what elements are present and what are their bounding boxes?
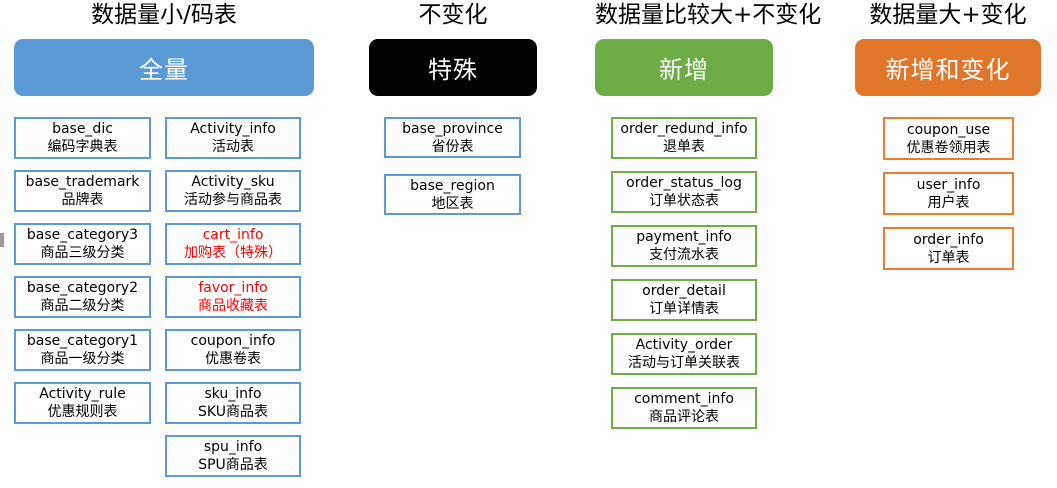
table-card-desc: 用户表 bbox=[927, 194, 970, 211]
cards-area-special: base_province 省份表 base_region 地区表 bbox=[369, 117, 537, 231]
table-card-desc: 活动参与商品表 bbox=[184, 192, 282, 208]
table-card[interactable]: order_redund_info 退单表 bbox=[611, 117, 757, 159]
cards-column-full-1: base_dic 编码字典表 base_trademark 品牌表 base_c… bbox=[14, 117, 151, 488]
group-change: 数据量大+变化 新增和变化 coupon_use 优惠卷领用表 user_inf… bbox=[855, 0, 1041, 282]
cards-area-change: coupon_use 优惠卷领用表 user_info 用户表 order_in… bbox=[855, 117, 1041, 282]
table-card-name: user_info bbox=[916, 176, 981, 193]
table-card-name: base_trademark bbox=[25, 174, 140, 190]
table-card-name: base_category1 bbox=[26, 333, 139, 349]
table-card-name: order_detail bbox=[642, 283, 726, 299]
table-card-desc: 商品三级分类 bbox=[40, 245, 125, 261]
table-card-name: base_region bbox=[410, 177, 495, 194]
table-card-name: base_category3 bbox=[26, 227, 139, 243]
table-card-name: base_dic bbox=[52, 121, 113, 137]
table-card-desc: 优惠卷表 bbox=[205, 351, 261, 367]
table-card[interactable]: base_dic 编码字典表 bbox=[14, 117, 151, 159]
table-card[interactable]: favor_info 商品收藏表 bbox=[165, 276, 301, 318]
table-card[interactable]: Activity_info 活动表 bbox=[165, 117, 301, 159]
table-card-name: Activity_info bbox=[190, 121, 276, 137]
table-card-desc: 退单表 bbox=[663, 139, 705, 155]
group-special: 不变化 特殊 base_province 省份表 base_region 地区表 bbox=[369, 0, 537, 231]
group-caption-change: 数据量大+变化 bbox=[869, 2, 1027, 28]
cards-column-special-1: base_province 省份表 base_region 地区表 bbox=[384, 117, 521, 231]
table-card-desc: SKU商品表 bbox=[198, 404, 268, 420]
table-card[interactable]: Activity_rule 优惠规则表 bbox=[14, 382, 151, 424]
table-card[interactable]: coupon_info 优惠卷表 bbox=[165, 329, 301, 371]
table-card-desc: SPU商品表 bbox=[198, 457, 268, 473]
group-caption-special: 不变化 bbox=[418, 2, 488, 28]
group-header-special[interactable]: 特殊 bbox=[369, 39, 537, 96]
table-card-desc: 订单状态表 bbox=[649, 193, 719, 209]
table-card[interactable]: sku_info SKU商品表 bbox=[165, 382, 301, 424]
table-card-desc: 优惠卷领用表 bbox=[906, 139, 991, 156]
table-card[interactable]: base_region 地区表 bbox=[384, 174, 521, 215]
table-card[interactable]: base_category2 商品二级分类 bbox=[14, 276, 151, 318]
table-card[interactable]: spu_info SPU商品表 bbox=[165, 435, 301, 477]
table-card-name: cart_info bbox=[202, 227, 264, 243]
table-card-desc: 活动与订单关联表 bbox=[628, 355, 740, 371]
group-full: 数据量小/码表 全量 base_dic 编码字典表 base_trademark… bbox=[14, 0, 314, 488]
table-card[interactable]: cart_info 加购表（特殊） bbox=[165, 223, 301, 265]
table-card-name: order_redund_info bbox=[620, 121, 748, 137]
group-header-change[interactable]: 新增和变化 bbox=[855, 39, 1041, 96]
group-header-new[interactable]: 新增 bbox=[595, 39, 773, 96]
table-card-desc: 商品评论表 bbox=[649, 409, 719, 425]
table-card-name: coupon_info bbox=[190, 333, 276, 349]
table-card-name: favor_info bbox=[198, 280, 268, 296]
table-card[interactable]: comment_info 商品评论表 bbox=[611, 387, 757, 429]
table-card[interactable]: base_category1 商品一级分类 bbox=[14, 329, 151, 371]
table-card-desc: 订单表 bbox=[927, 249, 970, 266]
table-card-desc: 商品二级分类 bbox=[40, 298, 125, 314]
table-card[interactable]: Activity_sku 活动参与商品表 bbox=[165, 170, 301, 212]
table-card-name: order_status_log bbox=[626, 175, 742, 191]
table-card-name: base_province bbox=[402, 120, 503, 137]
table-card-desc: 订单详情表 bbox=[649, 301, 719, 317]
cards-column-full-2: Activity_info 活动表 Activity_sku 活动参与商品表 c… bbox=[165, 117, 301, 488]
table-card-name: base_category2 bbox=[26, 280, 139, 296]
cards-area-new: order_redund_info 退单表 order_status_log 订… bbox=[595, 117, 773, 441]
table-card-name: sku_info bbox=[204, 386, 262, 402]
table-card-desc: 省份表 bbox=[431, 138, 474, 155]
table-card[interactable]: payment_info 支付流水表 bbox=[611, 225, 757, 267]
table-card-desc: 商品一级分类 bbox=[40, 351, 125, 367]
table-card[interactable]: coupon_use 优惠卷领用表 bbox=[883, 117, 1014, 160]
table-card-name: Activity_order bbox=[635, 337, 733, 353]
table-card-name: comment_info bbox=[634, 391, 734, 407]
table-card-name: order_info bbox=[913, 231, 984, 248]
group-caption-new: 数据量比较大+不变化 bbox=[595, 2, 822, 28]
table-card-desc: 活动表 bbox=[212, 139, 254, 155]
table-card[interactable]: order_status_log 订单状态表 bbox=[611, 171, 757, 213]
cards-column-new-1: order_redund_info 退单表 order_status_log 订… bbox=[611, 117, 757, 441]
table-card-name: Activity_sku bbox=[191, 174, 275, 190]
group-new: 数据量比较大+不变化 新增 order_redund_info 退单表 orde… bbox=[595, 0, 822, 441]
table-card-desc: 支付流水表 bbox=[649, 247, 719, 263]
table-card[interactable]: base_province 省份表 bbox=[384, 117, 521, 158]
table-card[interactable]: order_detail 订单详情表 bbox=[611, 279, 757, 321]
table-card-name: payment_info bbox=[636, 229, 732, 245]
table-card[interactable]: base_category3 商品三级分类 bbox=[14, 223, 151, 265]
table-card-desc: 地区表 bbox=[431, 195, 474, 212]
table-card-desc: 加购表（特殊） bbox=[184, 245, 282, 261]
table-card[interactable]: Activity_order 活动与订单关联表 bbox=[611, 333, 757, 375]
table-card-desc: 优惠规则表 bbox=[47, 404, 118, 420]
left-edge-artifact bbox=[0, 233, 4, 247]
table-card-desc: 商品收藏表 bbox=[198, 298, 268, 314]
table-card-desc: 编码字典表 bbox=[47, 139, 118, 155]
table-card-name: spu_info bbox=[203, 439, 263, 455]
table-card-name: coupon_use bbox=[906, 121, 991, 138]
table-card[interactable]: user_info 用户表 bbox=[883, 172, 1014, 215]
cards-area-full: base_dic 编码字典表 base_trademark 品牌表 base_c… bbox=[14, 117, 314, 488]
table-card-name: Activity_rule bbox=[39, 386, 126, 402]
table-card[interactable]: order_info 订单表 bbox=[883, 227, 1014, 270]
group-caption-full: 数据量小/码表 bbox=[91, 2, 237, 28]
table-card-desc: 品牌表 bbox=[61, 192, 104, 208]
group-header-full[interactable]: 全量 bbox=[14, 39, 314, 96]
table-card[interactable]: base_trademark 品牌表 bbox=[14, 170, 151, 212]
cards-column-change-1: coupon_use 优惠卷领用表 user_info 用户表 order_in… bbox=[883, 117, 1014, 282]
